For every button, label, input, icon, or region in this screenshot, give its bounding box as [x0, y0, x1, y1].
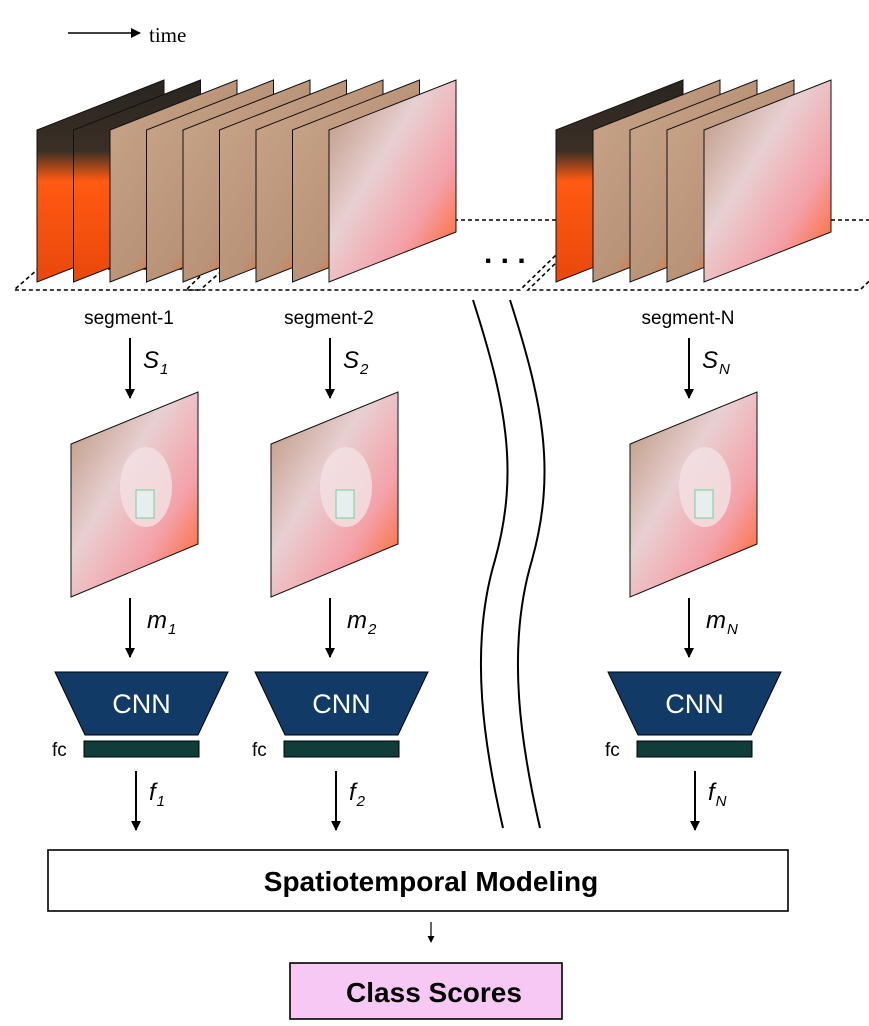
video-frame: [703, 79, 832, 283]
cnn-label: CNN: [665, 689, 724, 719]
class-scores-label: Class Scores: [346, 977, 522, 1008]
id-card-shape: [694, 489, 714, 519]
symbol-label: fN: [708, 779, 727, 810]
cnn-label: CNN: [312, 689, 371, 719]
fc-label: fc: [252, 740, 267, 761]
sampled-frame: [270, 391, 399, 598]
symbol-letter: S: [702, 347, 718, 374]
symbol-label: S2: [343, 347, 369, 378]
modeling-label: Spatiotemporal Modeling: [264, 866, 598, 897]
sampled-frame: [70, 391, 199, 598]
sampled-frame: [629, 391, 758, 598]
segment-columns: segment-1S1m1CNNfcf1segment-2S2m2CNNfcf2…: [52, 308, 782, 831]
segment-label: segment-1: [84, 308, 174, 329]
symbol-label: f2: [349, 779, 366, 810]
cnn-label: CNN: [112, 689, 171, 719]
card-bag-shape: [120, 447, 172, 527]
symbol-subscript: 1: [157, 793, 165, 810]
stack-platform: [11, 268, 227, 291]
symbol-label: m2: [347, 607, 377, 638]
symbol-letter: S: [143, 347, 159, 374]
symbol-subscript: 1: [160, 361, 168, 378]
fc-label: fc: [52, 740, 67, 761]
id-card-shape: [335, 489, 355, 519]
symbol-letter: f: [708, 779, 717, 806]
break-line-right: [509, 299, 546, 829]
time-label: time: [149, 23, 186, 47]
frame-stack-segments-1-2: [11, 79, 594, 291]
fc-layer: [283, 740, 400, 758]
symbol-subscript: N: [727, 621, 738, 638]
symbol-label: m1: [147, 607, 176, 638]
cnn-block: [54, 671, 229, 736]
symbol-subscript: 1: [168, 621, 176, 638]
video-frame: [328, 79, 457, 283]
cnn-block: [607, 671, 782, 736]
symbol-label: SN: [702, 347, 730, 378]
symbol-label: mN: [706, 607, 738, 638]
card-bag-shape: [679, 447, 731, 527]
segment-label: segment-2: [284, 308, 374, 329]
frame-stack-segment-n: [526, 79, 869, 291]
symbol-subscript: 2: [367, 621, 377, 638]
fc-layer: [83, 740, 200, 758]
class-scores-box: [289, 962, 563, 1020]
symbol-label: f1: [149, 779, 165, 810]
ellipsis-dots: . . .: [484, 237, 526, 270]
symbol-subscript: N: [716, 793, 727, 810]
card-bag-shape: [320, 447, 372, 527]
fc-label: fc: [605, 740, 620, 761]
class-scores-block: Class Scores: [289, 962, 563, 1020]
fc-layer: [636, 740, 753, 758]
segment-label: segment-N: [642, 308, 735, 329]
frame-stacks: [11, 79, 869, 291]
symbol-label: S1: [143, 347, 168, 378]
break-line-left: [472, 299, 509, 829]
omission-break-lines: [472, 299, 546, 829]
symbol-letter: f: [349, 779, 358, 806]
modeling-box: [47, 849, 789, 912]
spatiotemporal-modeling-block: Spatiotemporal Modeling: [47, 849, 789, 912]
symbol-letter: m: [706, 607, 726, 634]
cnn-block: [254, 671, 429, 736]
symbol-letter: f: [149, 779, 158, 806]
id-card-shape: [135, 489, 155, 519]
symbol-letter: m: [347, 607, 367, 634]
symbol-subscript: 2: [356, 793, 366, 810]
symbol-letter: S: [343, 347, 359, 374]
symbol-subscript: 2: [359, 361, 369, 378]
time-axis: time: [68, 23, 186, 47]
symbol-subscript: N: [719, 361, 730, 378]
symbol-letter: m: [147, 607, 167, 634]
